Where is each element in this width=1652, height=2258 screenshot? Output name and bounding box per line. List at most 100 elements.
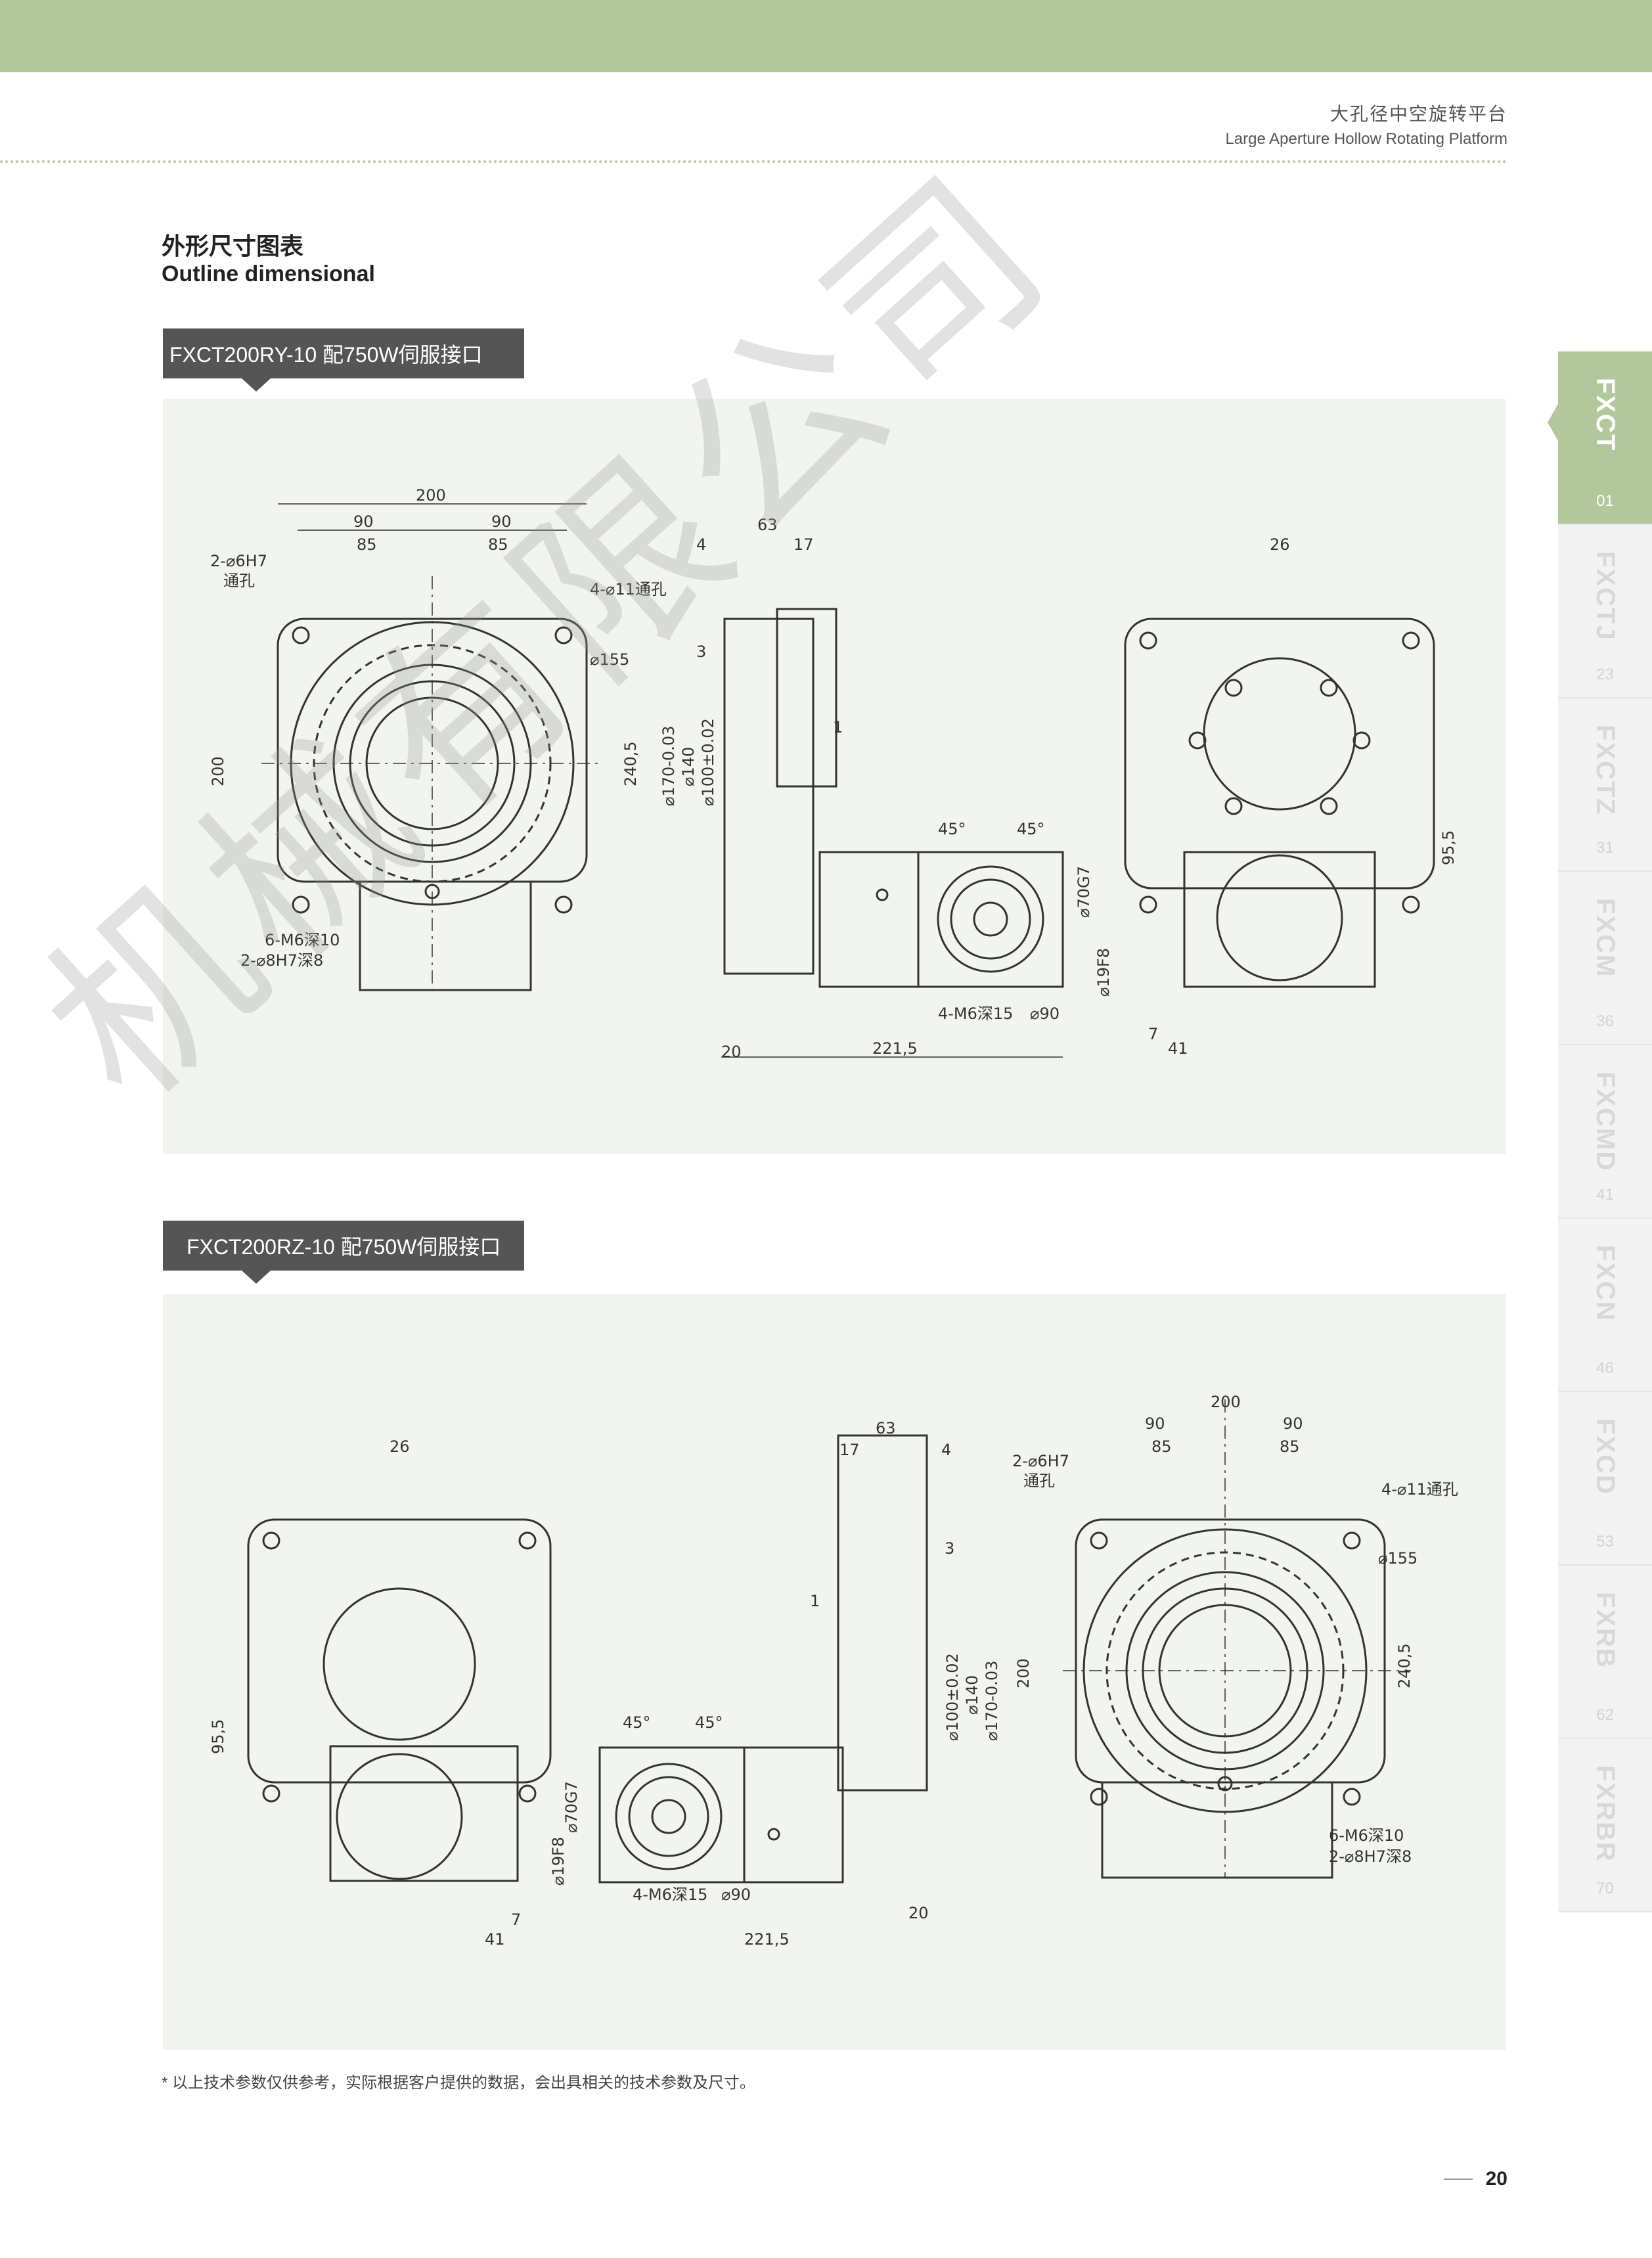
callout-90: ⌀90	[1030, 1005, 1060, 1023]
top-accent-bar	[0, 0, 1652, 72]
section-title-en: Outline dimensional	[162, 261, 375, 286]
sidebar-item-fxctz[interactable]: FXCTZ 31	[1558, 698, 1652, 872]
side-view-ry	[721, 608, 1064, 1058]
drawing-rz: 26 95,5 ⌀70G7 ⌀19F8 7 41 63 17 4 3 1 20 …	[209, 1393, 1458, 1949]
side-view-rz	[598, 1434, 928, 1884]
dim-90b: 90	[1283, 1414, 1303, 1433]
dim-17: 17	[839, 1441, 860, 1459]
page-number-value: 20	[1485, 2168, 1507, 2190]
dim-7: 7	[1148, 1025, 1158, 1043]
dim-221-5: 221,5	[744, 1930, 790, 1949]
dim-200: 200	[1211, 1393, 1241, 1411]
dim-17: 17	[793, 535, 814, 554]
dim-1: 1	[833, 718, 843, 736]
callout-6h7: 2-⌀6H7	[210, 552, 267, 570]
dim-221-5: 221,5	[872, 1039, 918, 1058]
dim-1: 1	[810, 1592, 820, 1610]
dim-90b: 90	[491, 512, 512, 531]
dim-240-5: 240,5	[1395, 1643, 1414, 1688]
sidebar-item-name: FXCT	[1591, 378, 1620, 452]
dim-85: 85	[357, 535, 377, 554]
header-divider	[0, 160, 1507, 163]
sidebar-item-page: 01	[1596, 492, 1614, 510]
sidebar-item-fxct[interactable]: FXCT 01	[1548, 351, 1652, 525]
callout-h7-8: 2-⌀8H7深8	[1329, 1847, 1412, 1866]
active-notch	[1548, 404, 1558, 441]
callout-155: ⌀155	[590, 650, 629, 669]
footnote: * 以上技术参数仅供参考，实际根据客户提供的数据，会出具相关的技术参数及尺寸。	[162, 2074, 756, 2092]
dim-20: 20	[721, 1043, 742, 1061]
callout-155: ⌀155	[1378, 1549, 1418, 1568]
dim-3: 3	[696, 643, 706, 661]
dim-7: 7	[511, 1910, 521, 1929]
sidebar-item-name: FXRBR	[1591, 1765, 1620, 1863]
dim-90: 90	[1145, 1414, 1165, 1433]
dim-26: 26	[1270, 535, 1290, 554]
angle-45b: 45°	[1017, 820, 1045, 838]
drawing-ry: 200 90 90 85 85 2-⌀6H7 通孔 4-⌀11通孔 ⌀155 6…	[209, 486, 1458, 1061]
sidebar-item-name: FXCN	[1591, 1245, 1620, 1322]
dim-phi100: ⌀100±0.02	[943, 1653, 962, 1741]
dim-phi140: ⌀140	[679, 747, 698, 786]
sidebar-item-name: FXRB	[1591, 1592, 1620, 1669]
callout-90: ⌀90	[721, 1885, 751, 1904]
dim-phi140: ⌀140	[963, 1675, 981, 1715]
angle-45a: 45°	[623, 1713, 651, 1732]
dim-phi19: ⌀19F8	[1094, 948, 1113, 997]
dim-85: 85	[1151, 1437, 1172, 1456]
dim-41: 41	[485, 1930, 505, 1949]
dim-90: 90	[353, 512, 374, 531]
dim-phi170: ⌀170-0.03	[659, 726, 678, 806]
drawing-label-rz: FXCT200RZ-10 配750W伺服接口	[163, 1221, 524, 1284]
callout-through: 通孔	[223, 572, 255, 590]
label-pointer	[242, 378, 271, 392]
front-view-ry	[261, 503, 603, 991]
callout-m6-10: 6-M6深10	[265, 931, 340, 949]
dim-200-v: 200	[1014, 1658, 1033, 1688]
sidebar-item-page: 36	[1596, 1012, 1614, 1030]
callout-h7-8: 2-⌀8H7深8	[240, 951, 323, 970]
sidebar-item-fxcn[interactable]: FXCN 46	[1558, 1219, 1652, 1392]
sidebar-item-fxcmd[interactable]: FXCMD 41	[1558, 1045, 1652, 1219]
rear-view-ry	[1124, 618, 1435, 988]
dim-phi170: ⌀170-0.03	[983, 1661, 1001, 1741]
dim-20: 20	[908, 1904, 929, 1922]
angle-45a: 45°	[938, 820, 966, 838]
dim-3: 3	[945, 1539, 954, 1558]
drawing-panel-rz: 26 95,5 ⌀70G7 ⌀19F8 7 41 63 17 4 3 1 20 …	[163, 1294, 1506, 2050]
dim-phi70: ⌀70G7	[1075, 866, 1093, 918]
label-pointer	[242, 1271, 271, 1284]
front-view-rz	[1063, 1399, 1411, 1879]
sidebar-item-page: 70	[1596, 1880, 1614, 1897]
callout-through: 通孔	[1023, 1472, 1055, 1490]
sidebar-item-fxcm[interactable]: FXCM 36	[1558, 872, 1652, 1045]
sidebar-item-fxrb[interactable]: FXRB 62	[1558, 1566, 1652, 1739]
sidebar-item-fxrbr[interactable]: FXRBR 70	[1558, 1739, 1652, 1912]
drawing-label-ry-text: FXCT200RY-10 配750W伺服接口	[169, 343, 483, 367]
header-title-en: Large Aperture Hollow Rotating Platform	[1225, 130, 1507, 148]
sidebar-item-name: FXCTJ	[1591, 551, 1620, 641]
dim-85b: 85	[1280, 1437, 1300, 1456]
page-number: 20	[1443, 2168, 1507, 2190]
sidebar-item-page: 46	[1596, 1359, 1614, 1377]
sidebar-item-fxcd[interactable]: FXCD 53	[1558, 1392, 1652, 1566]
page-header: 大孔径中空旋转平台 Large Aperture Hollow Rotating…	[1225, 100, 1507, 148]
dim-phi70: ⌀70G7	[562, 1781, 581, 1833]
dim-phi100: ⌀100±0.02	[699, 718, 717, 806]
header-title-cn: 大孔径中空旋转平台	[1329, 104, 1507, 124]
callout-m6-15: 4-M6深15	[633, 1885, 707, 1904]
sidebar-item-page: 23	[1596, 666, 1614, 683]
dim-200: 200	[416, 486, 446, 505]
sidebar-item-fxctj[interactable]: FXCTJ 23	[1558, 525, 1652, 698]
page-number-rule	[1443, 2179, 1473, 2180]
section-title-cn: 外形尺寸图表	[162, 233, 304, 260]
callout-11: 4-⌀11通孔	[590, 580, 667, 598]
sidebar-item-page: 41	[1596, 1186, 1614, 1204]
sidebar-item-page: 53	[1596, 1533, 1614, 1550]
sidebar-item-name: FXCTZ	[1591, 725, 1620, 816]
dim-4: 4	[941, 1441, 951, 1459]
dim-63: 63	[876, 1419, 896, 1437]
callout-m6-15: 4-M6深15	[938, 1005, 1013, 1023]
drawing-label-ry: FXCT200RY-10 配750W伺服接口	[163, 328, 524, 392]
dim-41: 41	[1168, 1039, 1188, 1058]
